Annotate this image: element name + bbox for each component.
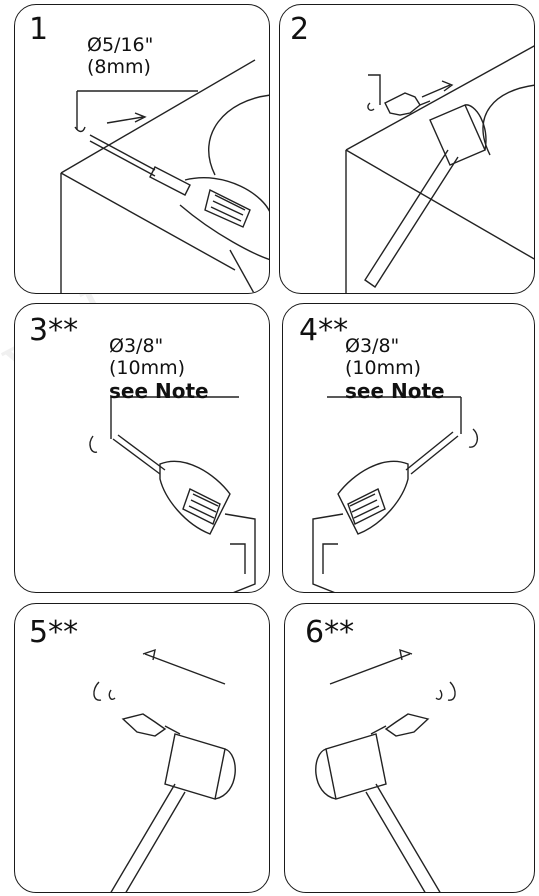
step-number: 1 bbox=[29, 12, 49, 47]
drill-illustration bbox=[312, 396, 479, 592]
drill-diameter: Ø5/16" bbox=[87, 34, 154, 56]
drill-diameter: Ø3/8" bbox=[109, 335, 164, 357]
panel-step-4: 4** Ø3/8" (10mm) see Note bbox=[282, 303, 535, 593]
drill-diameter: Ø3/8" bbox=[345, 335, 400, 357]
see-note-label: see Note bbox=[109, 378, 209, 403]
step-number: 6** bbox=[305, 615, 355, 650]
step-number: 2 bbox=[290, 12, 310, 47]
drill-size-label: Ø5/16" (8mm) bbox=[87, 34, 154, 79]
panel-step-6: 6** bbox=[284, 603, 535, 893]
step-number: 3** bbox=[29, 313, 79, 348]
panel-step-2: 2 bbox=[279, 4, 535, 294]
drill-illustration bbox=[89, 396, 256, 592]
hammer-illustration bbox=[345, 45, 534, 293]
step-number: 5** bbox=[29, 615, 79, 650]
panel-step-1: 1 Ø5/16" (8mm) bbox=[14, 4, 270, 294]
drill-mm: (10mm) bbox=[345, 356, 422, 379]
panel-step-5: 5** bbox=[14, 603, 270, 893]
step-number: 4** bbox=[299, 313, 349, 348]
hammer-illustration bbox=[315, 648, 456, 892]
drill-illustration bbox=[60, 59, 269, 293]
hammer-illustration bbox=[93, 648, 236, 892]
drill-size-label: Ø3/8" (10mm) see Note bbox=[345, 335, 445, 403]
panel-step-3: 3** Ø3/8" (10mm) see Note bbox=[14, 303, 270, 593]
drill-mm: (8mm) bbox=[87, 55, 151, 78]
see-note-label: see Note bbox=[345, 378, 445, 403]
drill-size-label: Ø3/8" (10mm) see Note bbox=[109, 335, 209, 403]
drill-mm: (10mm) bbox=[109, 356, 186, 379]
